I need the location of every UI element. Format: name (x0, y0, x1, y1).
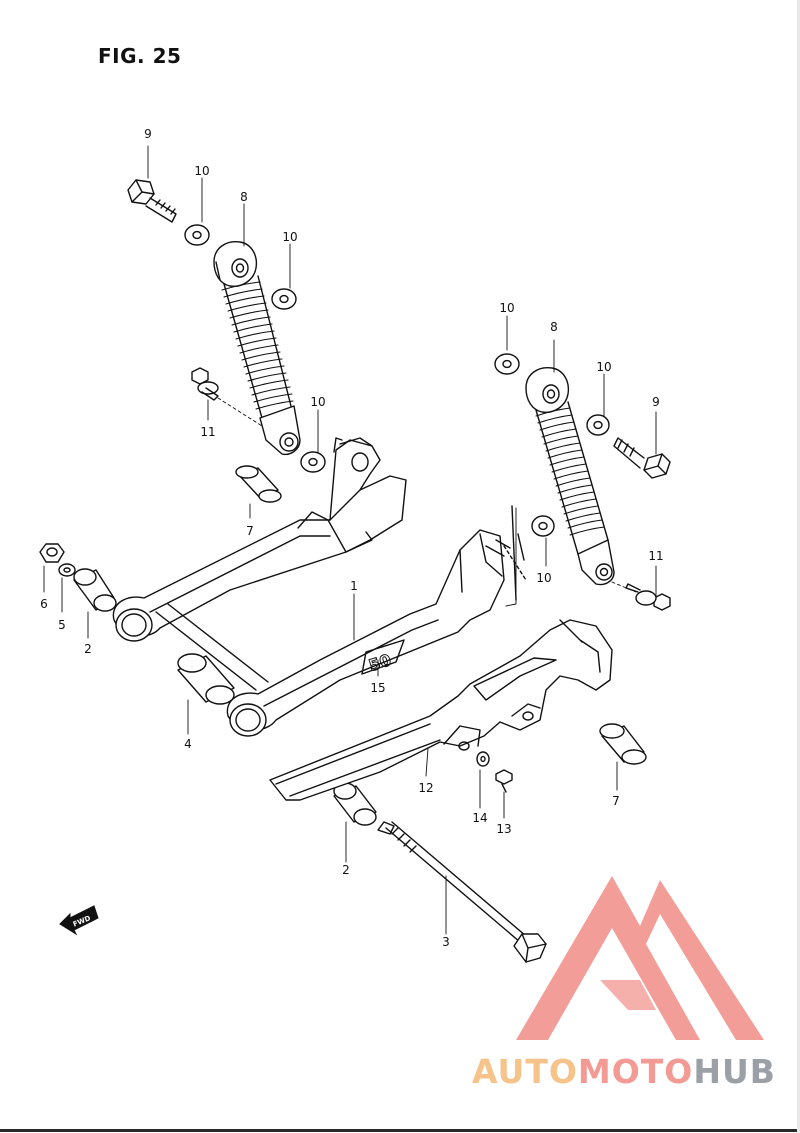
callout-2: 2 (84, 642, 92, 656)
flange-bolts (191, 367, 671, 611)
callout-5: 5 (58, 618, 66, 632)
swing-arm (112, 437, 527, 737)
callout-13: 13 (496, 822, 512, 836)
right-shock-absorber (525, 367, 615, 586)
watermark-text: AUTOMOTOHUB (472, 1052, 776, 1091)
callout-10: 10 (282, 230, 298, 244)
callout-10: 10 (310, 395, 326, 409)
leader-lines (43, 145, 657, 935)
callout-10: 10 (536, 571, 552, 585)
callout-9: 9 (652, 395, 660, 409)
collar-7-right (599, 723, 647, 765)
washer-5 (58, 563, 76, 577)
callout-10: 10 (596, 360, 612, 374)
bolt-13 (495, 769, 513, 793)
forward-arrow-icon: FWD (59, 905, 99, 936)
bolt-right (613, 437, 671, 479)
washers (184, 224, 610, 537)
watermark-part-auto: AUTO (472, 1052, 578, 1091)
nut-6 (39, 543, 65, 563)
pivot-bolt-3 (377, 821, 547, 963)
callout-11: 11 (648, 549, 664, 563)
collar-7-left (235, 465, 282, 503)
watermark-part-moto: MOTO (577, 1052, 694, 1091)
watermark-part-hub: HUB (693, 1052, 776, 1091)
callout-11: 11 (200, 425, 216, 439)
callout-7: 7 (246, 524, 254, 538)
bushing-2-upper (73, 568, 117, 612)
bolt-left (127, 179, 177, 223)
callout-1: 1 (350, 579, 358, 593)
right-border (797, 0, 800, 1133)
callout-8: 8 (240, 190, 248, 204)
bushing-2-lower (333, 782, 377, 826)
washer-14 (476, 751, 490, 767)
callout-6: 6 (40, 597, 48, 611)
callout-14: 14 (472, 811, 488, 825)
left-shock-absorber (213, 241, 301, 456)
callout-9: 9 (144, 127, 152, 141)
figure-title: FIG. 25 (98, 44, 182, 68)
bushing-4 (177, 653, 235, 705)
callout-8: 8 (550, 320, 558, 334)
callout-12: 12 (418, 781, 434, 795)
callout-10: 10 (499, 301, 515, 315)
bottom-border (0, 1129, 800, 1132)
callout-3: 3 (442, 935, 450, 949)
chain-case (269, 619, 613, 801)
watermark-logo-icon (516, 876, 764, 1040)
callout-15: 15 (370, 681, 386, 695)
callout-7: 7 (612, 794, 620, 808)
callout-2: 2 (342, 863, 350, 877)
callout-4: 4 (184, 737, 192, 751)
callout-10: 10 (194, 164, 210, 178)
